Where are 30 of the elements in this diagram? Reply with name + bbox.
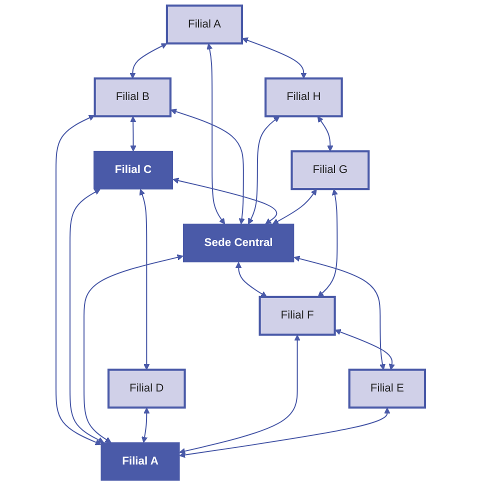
node-box: Sede Central [182,224,294,262]
node-box: Filial A [100,442,180,481]
arrow [272,189,317,224]
node-box: Filial D [107,368,186,409]
node-box: Filial A [166,4,244,44]
arrow [317,116,334,152]
arrow [242,37,307,79]
arrow [130,43,168,79]
arrow [170,108,245,224]
node-box: Filial F [258,296,336,336]
arrow [179,334,300,454]
arrow [172,178,278,224]
arrow [294,256,386,370]
node-box: Filial G [290,150,370,190]
arrow [142,408,150,443]
arrow [318,189,338,298]
arrow [248,116,280,224]
arrow [334,329,395,370]
arrow [139,189,150,370]
arrow [69,188,104,443]
node-box: Filial E [348,368,426,409]
arrow [235,262,268,298]
arrow [179,408,390,458]
arrow [130,116,136,152]
node-box: Filial C [94,150,173,190]
node-box: Filial B [94,77,172,118]
arrow [206,43,226,224]
arrow [55,115,102,446]
node-box: Filial H [264,77,343,118]
arrow [84,254,184,443]
